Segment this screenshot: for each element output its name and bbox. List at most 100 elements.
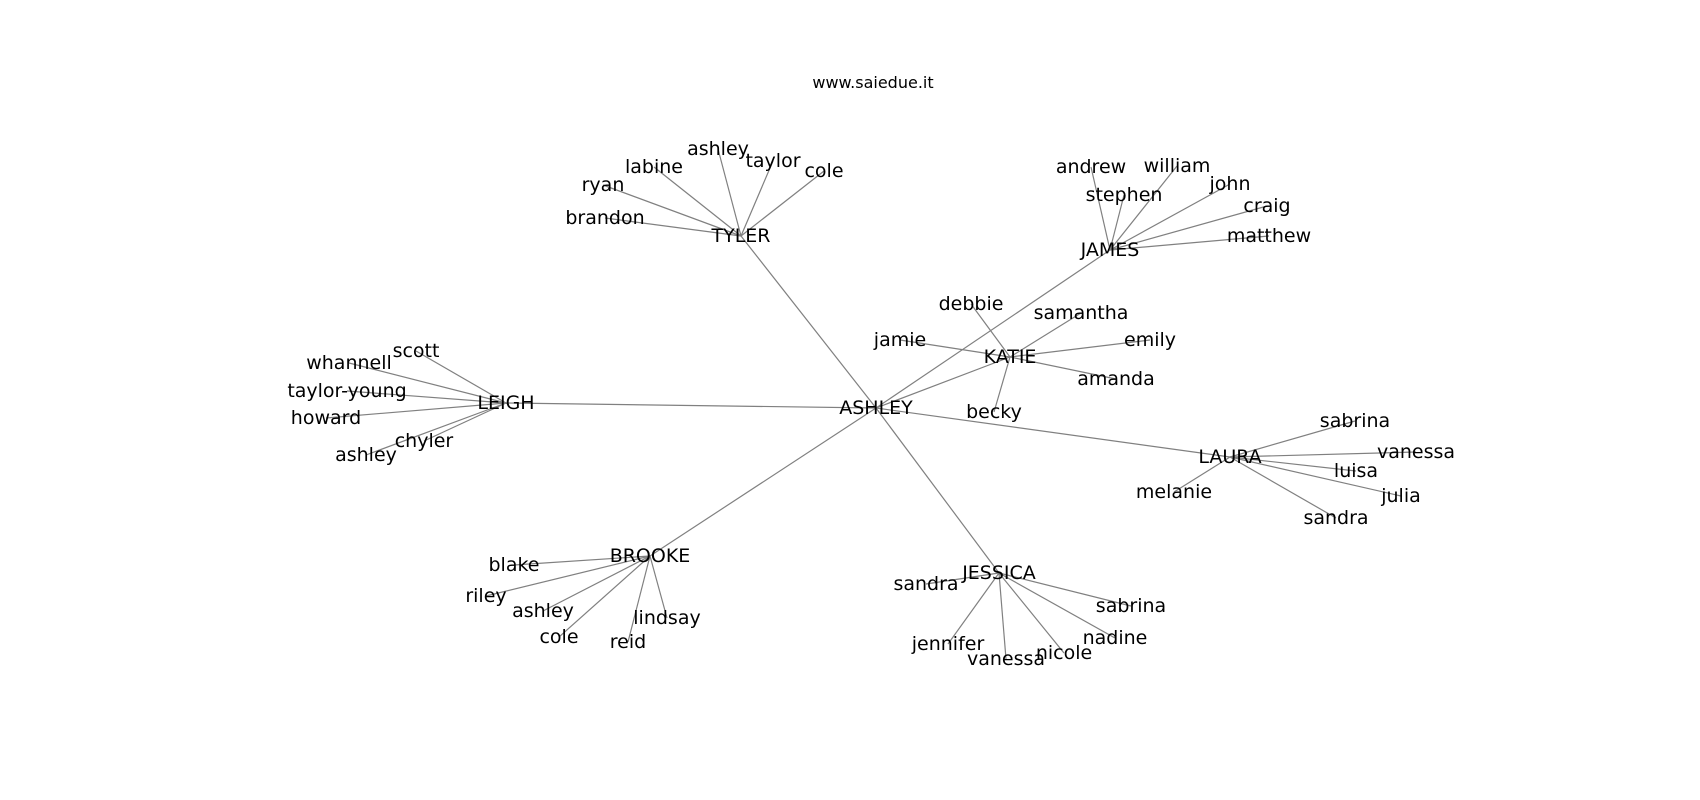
- hub-node-label-leigh: LEIGH: [477, 392, 534, 414]
- leaf-node-label: sandra: [1303, 507, 1368, 529]
- edge-katie-1: [1009, 312, 1082, 358]
- root-node-label: ASHLEY: [839, 397, 913, 419]
- edge-leigh-1: [348, 362, 507, 404]
- leaf-node-label: ryan: [582, 174, 625, 196]
- leaf-node-label: william: [1144, 155, 1211, 177]
- edge-jessica-0: [925, 572, 1000, 585]
- leaf-node-label: vanessa: [967, 648, 1045, 670]
- edge-leigh-0: [415, 350, 507, 404]
- edge-brooke-4: [627, 555, 651, 643]
- edge-james-0: [1090, 166, 1111, 251]
- leaf-node-label: riley: [465, 585, 506, 607]
- edge-jessica-2: [998, 572, 1116, 639]
- edge-james-3: [1109, 183, 1231, 251]
- edge-jessica-3: [998, 572, 1065, 654]
- leaf-node-label: scott: [393, 340, 440, 362]
- edge-laura-4: [1229, 456, 1337, 519]
- edge-leigh-4: [423, 402, 507, 442]
- edge-katie-3: [1009, 339, 1151, 358]
- edge-james-2: [1109, 194, 1125, 251]
- leaf-node-label: jennifer: [911, 633, 985, 655]
- edge-brooke-1: [485, 555, 651, 597]
- leaf-node-label: lindsay: [633, 607, 700, 629]
- edge-tyler-2: [653, 166, 742, 237]
- edge-root-brooke: [649, 407, 877, 557]
- leaf-node-label: blake: [489, 554, 540, 576]
- edge-root-james: [875, 249, 1111, 409]
- leaf-node-label: julia: [1380, 485, 1421, 507]
- edge-root-jessica: [875, 407, 1000, 574]
- edge-root-tyler: [740, 235, 877, 409]
- edge-laura-3: [1229, 456, 1402, 497]
- edge-katie-4: [1009, 356, 1117, 380]
- edge-tyler-3: [717, 148, 742, 237]
- edge-katie-0: [970, 303, 1011, 358]
- diagram-title: www.saiedue.it: [812, 73, 933, 92]
- edge-leigh-2: [346, 390, 507, 404]
- leaf-node-label: cole: [539, 626, 578, 648]
- leaf-node-label: ashley: [335, 444, 397, 466]
- edge-root-katie: [875, 356, 1011, 409]
- leaf-node-label: john: [1209, 173, 1251, 195]
- leaf-node-label: cole: [804, 160, 843, 182]
- leaf-node-label: vanessa: [1377, 441, 1455, 463]
- edge-laura-0: [1229, 420, 1356, 458]
- leaf-node-label: taylor-young: [287, 380, 406, 402]
- edge-james-1: [1109, 165, 1178, 251]
- edge-jessica-4: [998, 572, 1007, 660]
- leaf-node-label: labine: [625, 156, 683, 178]
- leaf-node-label: sandra: [893, 573, 958, 595]
- edge-root-laura: [875, 407, 1231, 458]
- leaf-node-label: ashley: [687, 138, 749, 160]
- edge-jessica-1: [998, 572, 1132, 607]
- node-labels: ASHLEYTYLERbrandonryanlabineashleytaylor…: [287, 138, 1455, 670]
- edge-tyler-1: [602, 184, 742, 237]
- hub-node-label-james: JAMES: [1080, 239, 1140, 261]
- hub-node-label-tyler: TYLER: [710, 225, 770, 247]
- edge-leigh-3: [325, 402, 507, 419]
- hub-node-label-jessica: JESSICA: [961, 562, 1036, 584]
- edge-root-leigh: [505, 402, 877, 409]
- edge-brooke-0: [513, 555, 651, 566]
- edge-tyler-4: [740, 160, 774, 237]
- leaf-node-label: sabrina: [1320, 410, 1390, 432]
- edge-jessica-5: [947, 572, 1000, 645]
- edge-laura-2: [1229, 456, 1357, 472]
- leaf-node-label: craig: [1243, 195, 1290, 217]
- edge-tyler-5: [740, 170, 825, 237]
- leaf-node-label: matthew: [1227, 225, 1311, 247]
- edge-james-5: [1109, 235, 1270, 251]
- leaf-node-label: samantha: [1034, 302, 1129, 324]
- leaf-node-label: becky: [966, 401, 1022, 423]
- edge-katie-2: [899, 339, 1011, 358]
- leaf-node-label: luisa: [1334, 460, 1378, 482]
- leaf-node-label: andrew: [1056, 156, 1126, 178]
- edge-james-4: [1109, 205, 1268, 251]
- leaf-node-label: brandon: [565, 207, 644, 229]
- leaf-node-label: nadine: [1083, 627, 1148, 649]
- leaf-node-label: debbie: [939, 293, 1004, 315]
- leaf-node-label: amanda: [1077, 368, 1155, 390]
- leaf-node-label: chyler: [395, 430, 454, 452]
- edge-brooke-5: [649, 555, 668, 619]
- leaf-node-label: ashley: [512, 600, 574, 622]
- leaf-node-label: emily: [1124, 329, 1176, 351]
- edge-laura-1: [1229, 451, 1417, 458]
- edges: [325, 148, 1417, 660]
- edge-tyler-0: [604, 217, 742, 237]
- leaf-node-label: sabrina: [1096, 595, 1166, 617]
- hub-node-label-katie: KATIE: [984, 346, 1037, 368]
- leaf-node-label: howard: [291, 407, 361, 429]
- leaf-node-label: taylor: [745, 150, 800, 172]
- leaf-node-label: stephen: [1086, 184, 1163, 206]
- hub-node-label-laura: LAURA: [1198, 446, 1261, 468]
- leaf-node-label: reid: [610, 631, 646, 653]
- edge-katie-5: [993, 356, 1011, 413]
- leaf-node-label: melanie: [1136, 481, 1212, 503]
- leaf-node-label: jamie: [873, 329, 926, 351]
- edge-laura-5: [1173, 456, 1231, 493]
- leaf-node-label: whannell: [306, 352, 392, 374]
- leaf-node-label: nicole: [1036, 642, 1092, 664]
- hub-node-label-brooke: BROOKE: [610, 545, 691, 567]
